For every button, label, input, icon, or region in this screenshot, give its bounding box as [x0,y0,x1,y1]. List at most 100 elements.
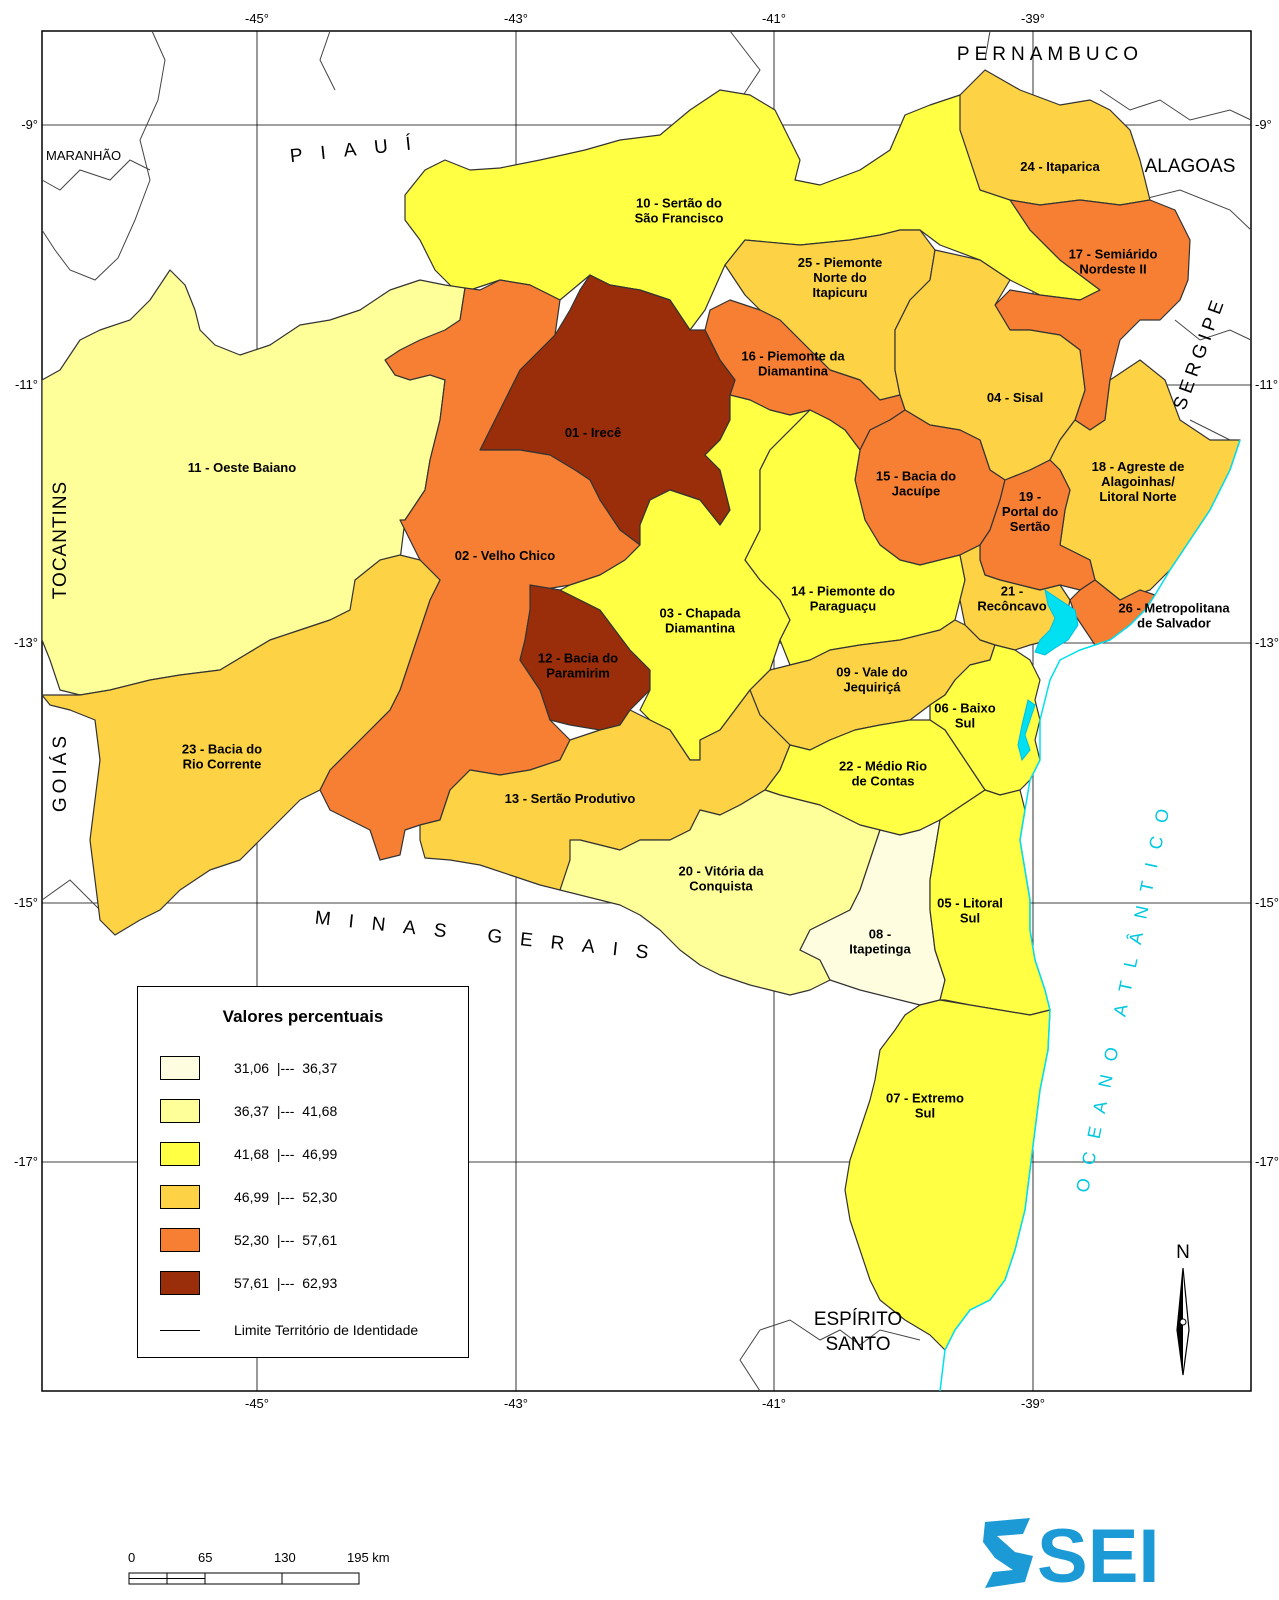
legend-boundary: Limite Território de Identidade [160,1317,418,1343]
territory-label-line: Sul [960,911,980,926]
territory-label-line: 10 - Sertão do [636,196,722,211]
territory-label-line: de Salvador [1137,616,1211,631]
territory-label-line: 22 - Médio Rio [839,759,927,774]
territory-label-line: 05 - Litoral [937,896,1003,911]
legend-item: 57,61 |--- 62,93 [160,1270,337,1296]
lon-tick-top: -39° [1021,11,1045,26]
territory-label-line: 02 - Velho Chico [455,548,555,563]
territory-label-line: Sertão [1010,519,1051,534]
legend-boundary-label: Limite Território de Identidade [234,1322,419,1338]
territory-label-line: 01 - Irecê [565,425,621,440]
territory-label-line: Portal do [1002,504,1058,519]
legend-swatch [160,1228,200,1252]
legend-range: 46,99 |--- 52,30 [234,1189,338,1205]
territory-label-line: Norte do [813,270,867,285]
territory-label-line: 20 - Vitória da [678,864,764,879]
lat-tick-left: -11° [15,377,38,392]
lat-tick-right: -9° [1255,117,1272,132]
scale-label: 0 [128,1550,136,1565]
legend-swatch [160,1099,200,1123]
legend-item: 31,06 |--- 36,37 [160,1055,337,1081]
territory-23-polygon[interactable] [41,554,441,936]
legend-swatch [160,1271,200,1295]
legend-range: 36,37 |--- 41,68 [234,1103,338,1119]
territory-label-line: Itapicuru [813,285,868,300]
territory-label-line: 08 - [869,927,891,942]
territory-label-line: 11 - Oeste Baiano [188,460,296,475]
lat-tick-right: -13° [1255,635,1279,650]
coastline [939,439,1241,1392]
legend-range: 31,06 |--- 36,37 [234,1060,338,1076]
lon-tick-bottom: -45° [245,1396,269,1411]
territory-label-line: 24 - Itaparica [1020,159,1100,174]
territory-label-line: Litoral Norte [1099,489,1176,504]
territory-label-line: 13 - Sertão Produtivo [505,791,636,806]
territory-label-line: 09 - Vale do [836,665,908,680]
territory-label-line: Paramirim [546,666,610,681]
legend: Valores percentuais 31,06 |--- 36,37 36,… [137,986,469,1358]
territory-label-line: Paraguaçu [810,599,877,614]
label-espirito-santo-1: ESPÍRITO [814,1309,902,1330]
lat-tick-left: -9° [21,117,38,132]
legend-swatch [160,1056,200,1080]
label-alagoas: ALAGOAS [1145,156,1236,177]
legend-range: 41,68 |--- 46,99 [234,1146,338,1162]
territory-label-line: Jacuípe [892,484,940,499]
north-arrow: N [1176,1242,1190,1376]
label-espirito-santo-2: SANTO [825,1334,890,1355]
legend-range: 57,61 |--- 62,93 [234,1275,338,1291]
territory-label-line: Diamantina [665,621,736,636]
territory-label: 11 - Oeste Baiano [188,460,296,475]
lon-tick-top: -45° [245,11,269,26]
scale-bar-graphic [128,1572,360,1585]
lon-tick-bottom: -41° [762,1396,786,1411]
territory-label-line: 12 - Bacia do [538,651,618,666]
lat-tick-left: -15° [14,895,38,910]
territory-label-line: 19 - [1019,489,1041,504]
legend-item: 36,37 |--- 41,68 [160,1098,337,1124]
territory-label-line: 17 - Semiárido [1069,247,1158,262]
territory-label-line: 15 - Bacia do [876,469,956,484]
lon-tick-top: -43° [504,11,528,26]
label-goias: GOIÁS [50,732,71,812]
lat-tick-right: -15° [1255,895,1279,910]
territory-label-line: Rio Corrente [183,757,262,772]
lat-tick-right: -11° [1255,377,1278,392]
territory-label-line: Itapetinga [849,942,911,957]
label-pernambuco: PERNAMBUCO [957,44,1143,65]
territory-label-line: Diamantina [758,364,829,379]
territory-label-line: Conquista [689,879,753,894]
lat-tick-left: -13° [14,635,38,650]
territory-label-line: 25 - Piemonte [798,255,883,270]
territory-label-line: Sul [915,1106,935,1121]
tick-labels: -45° -43° -41° -39° -45° -43° -41° -39° … [14,11,1279,1411]
territory-labels: 01 - Irecê 02 - Velho Chico 03 - Chapada… [182,159,1230,1121]
sei-logo-mark-icon [983,1518,1033,1588]
legend-swatch [160,1185,200,1209]
territory-label-line: 23 - Bacia do [182,742,262,757]
scale-labels: 0 65 130 195 km [128,1550,428,1566]
territory-label-line: 04 - Sisal [987,390,1043,405]
scale-label: 195 km [347,1550,390,1565]
territories [41,69,1241,1351]
lon-tick-bottom: -39° [1021,1396,1045,1411]
lon-tick-bottom: -43° [504,1396,528,1411]
legend-title: Valores percentuais [222,1007,384,1026]
legend-range: 52,30 |--- 57,61 [234,1232,338,1248]
lon-tick-top: -41° [762,11,786,26]
territory-label: 02 - Velho Chico [455,548,555,563]
territory-label-line: Alagoinhas/ [1101,474,1175,489]
territory-label-line: Nordeste II [1079,262,1146,277]
